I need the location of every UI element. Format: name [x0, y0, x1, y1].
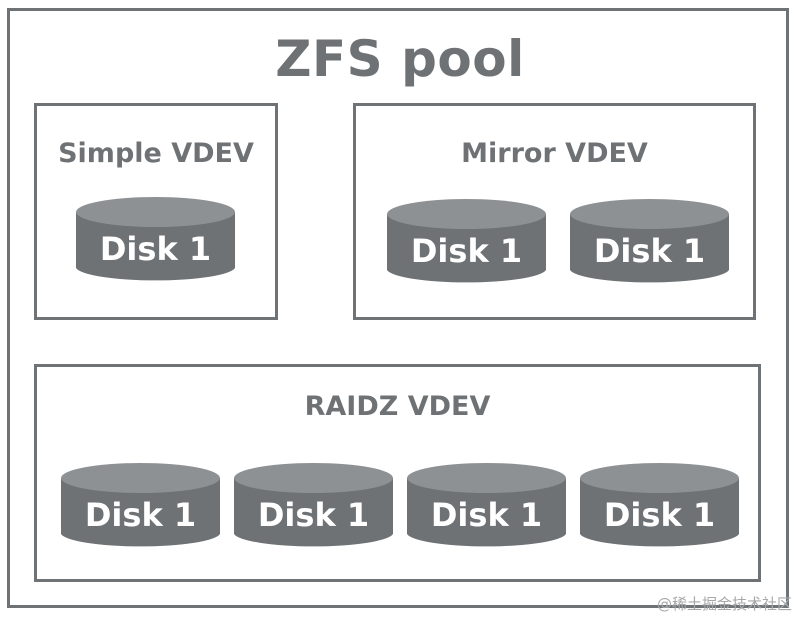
disk-cylinder-icon	[407, 463, 566, 547]
disk-cylinder-icon	[580, 463, 739, 547]
disk-label: Disk 1	[99, 230, 212, 268]
disk-label: Disk 1	[603, 496, 716, 534]
mirror-vdev-label: Mirror VDEV	[461, 138, 648, 169]
disk-cylinder-icon	[570, 199, 729, 283]
disk-icon: Disk 1	[569, 198, 730, 284]
disk-icon: Disk 1	[386, 198, 547, 284]
pool-title: ZFS pool	[275, 30, 525, 88]
disk-cylinder-icon	[76, 197, 235, 281]
disk-label: Disk 1	[410, 232, 523, 270]
raidz-vdev-label: RAIDZ VDEV	[304, 391, 491, 422]
disk-label: Disk 1	[84, 496, 197, 534]
disk-cylinder-icon	[234, 463, 393, 547]
disk-icon: Disk 1	[406, 462, 567, 548]
disk-cylinder-icon	[387, 199, 546, 283]
disk-cylinder-icon	[61, 463, 220, 547]
watermark: @稀土掘金技术社区	[656, 595, 792, 613]
raidz-vdev-box: RAIDZ VDEV Disk 1 Disk 1 Disk 1 Disk 1	[34, 364, 761, 582]
simple-vdev-box: Simple VDEV Disk 1	[34, 103, 278, 320]
disk-icon: Disk 1	[75, 196, 236, 282]
simple-vdev-label: Simple VDEV	[58, 138, 254, 169]
disk-label: Disk 1	[257, 496, 370, 534]
disk-icon: Disk 1	[579, 462, 740, 548]
disk-icon: Disk 1	[60, 462, 221, 548]
mirror-vdev-box: Mirror VDEV Disk 1 Disk 1	[353, 103, 756, 320]
disk-icon: Disk 1	[233, 462, 394, 548]
disk-label: Disk 1	[593, 232, 706, 270]
disk-label: Disk 1	[430, 496, 543, 534]
